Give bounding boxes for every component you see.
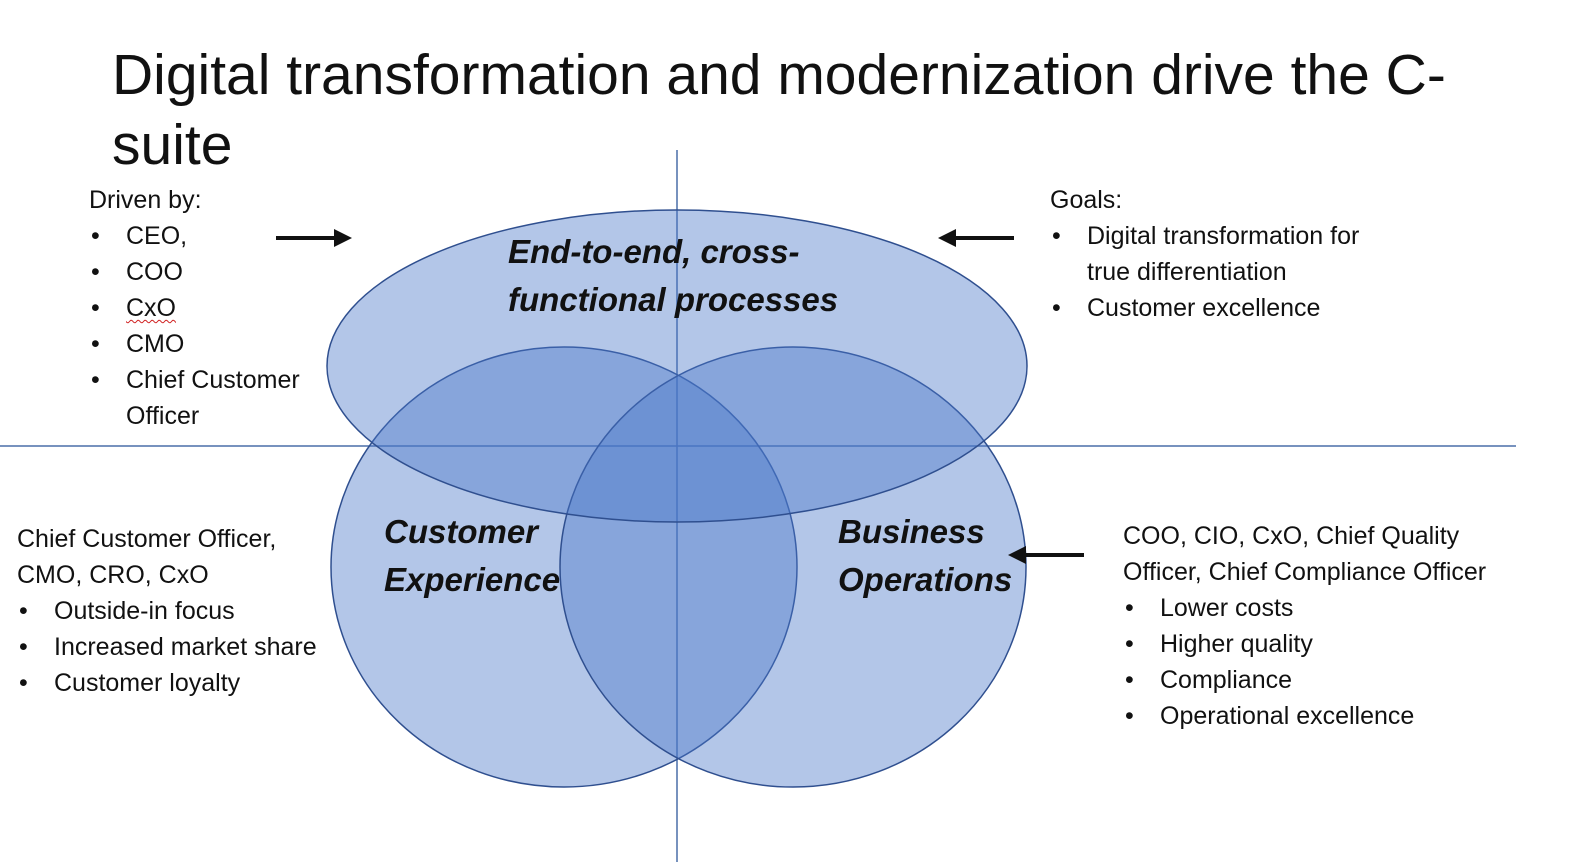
driven-by-list: CEO, COO CxO CMO Chief Customer Officer — [89, 218, 329, 434]
arrow-left-icon — [938, 229, 1014, 247]
business-operations-circle — [559, 346, 1027, 788]
goals-heading: Goals: — [1050, 186, 1123, 214]
driven-by-heading: Driven by: — [89, 186, 202, 214]
list-item: Outside-in focus — [17, 593, 317, 629]
customer-experience-label-line2: Experience — [384, 561, 561, 598]
list-item: Higher quality — [1123, 626, 1498, 662]
list-item: Lower costs — [1123, 590, 1498, 626]
operations-roles-lead: COO, CIO, CxO, Chief Quality Officer, Ch… — [1123, 522, 1487, 586]
customer-roles-list: Outside-in focus Increased market share … — [17, 593, 317, 701]
customer-experience-label-line1: Customer — [384, 513, 539, 550]
customer-experience-label: Customer Experience — [384, 508, 560, 604]
arrow-left-icon — [1008, 546, 1084, 564]
customer-roles-block: Chief Customer Officer, CMO, CRO, CxO Ou… — [17, 521, 317, 701]
list-item-text: CxO — [126, 294, 176, 322]
arrow-right-icon — [276, 229, 352, 247]
list-item: Customer excellence — [1050, 290, 1380, 326]
operations-roles-list: Lower costs Higher quality Compliance Op… — [1123, 590, 1498, 734]
customer-roles-lead: Chief Customer Officer, CMO, CRO, CxO — [17, 525, 277, 589]
list-item: COO — [89, 254, 329, 290]
business-operations-label: Business Operations — [838, 508, 1012, 604]
page-title: Digital transformation and modernization… — [112, 43, 1446, 177]
processes-label: End-to-end, cross- functional processes — [508, 228, 838, 324]
business-operations-label-line1: Business — [838, 513, 985, 550]
list-item: Customer loyalty — [17, 665, 317, 701]
list-item: CxO — [89, 290, 329, 326]
list-item: Chief Customer Officer — [89, 362, 329, 434]
list-item: Compliance — [1123, 662, 1498, 698]
goals-list: Digital transformation for true differen… — [1050, 218, 1380, 326]
list-item: CMO — [89, 326, 329, 362]
list-item: Increased market share — [17, 629, 317, 665]
processes-label-line1: End-to-end, cross- — [508, 233, 800, 270]
processes-label-line2: functional processes — [508, 281, 839, 318]
list-item: Digital transformation for true differen… — [1050, 218, 1380, 290]
customer-experience-circle — [330, 346, 798, 788]
operations-roles-block: COO, CIO, CxO, Chief Quality Officer, Ch… — [1123, 518, 1498, 734]
list-item: Operational excellence — [1123, 698, 1498, 734]
goals-block: Goals: Digital transformation for true d… — [1050, 182, 1380, 326]
business-operations-label-line2: Operations — [838, 561, 1013, 598]
driven-by-block: Driven by: CEO, COO CxO CMO Chief Custom… — [89, 182, 329, 434]
list-item: CEO, — [89, 218, 329, 254]
